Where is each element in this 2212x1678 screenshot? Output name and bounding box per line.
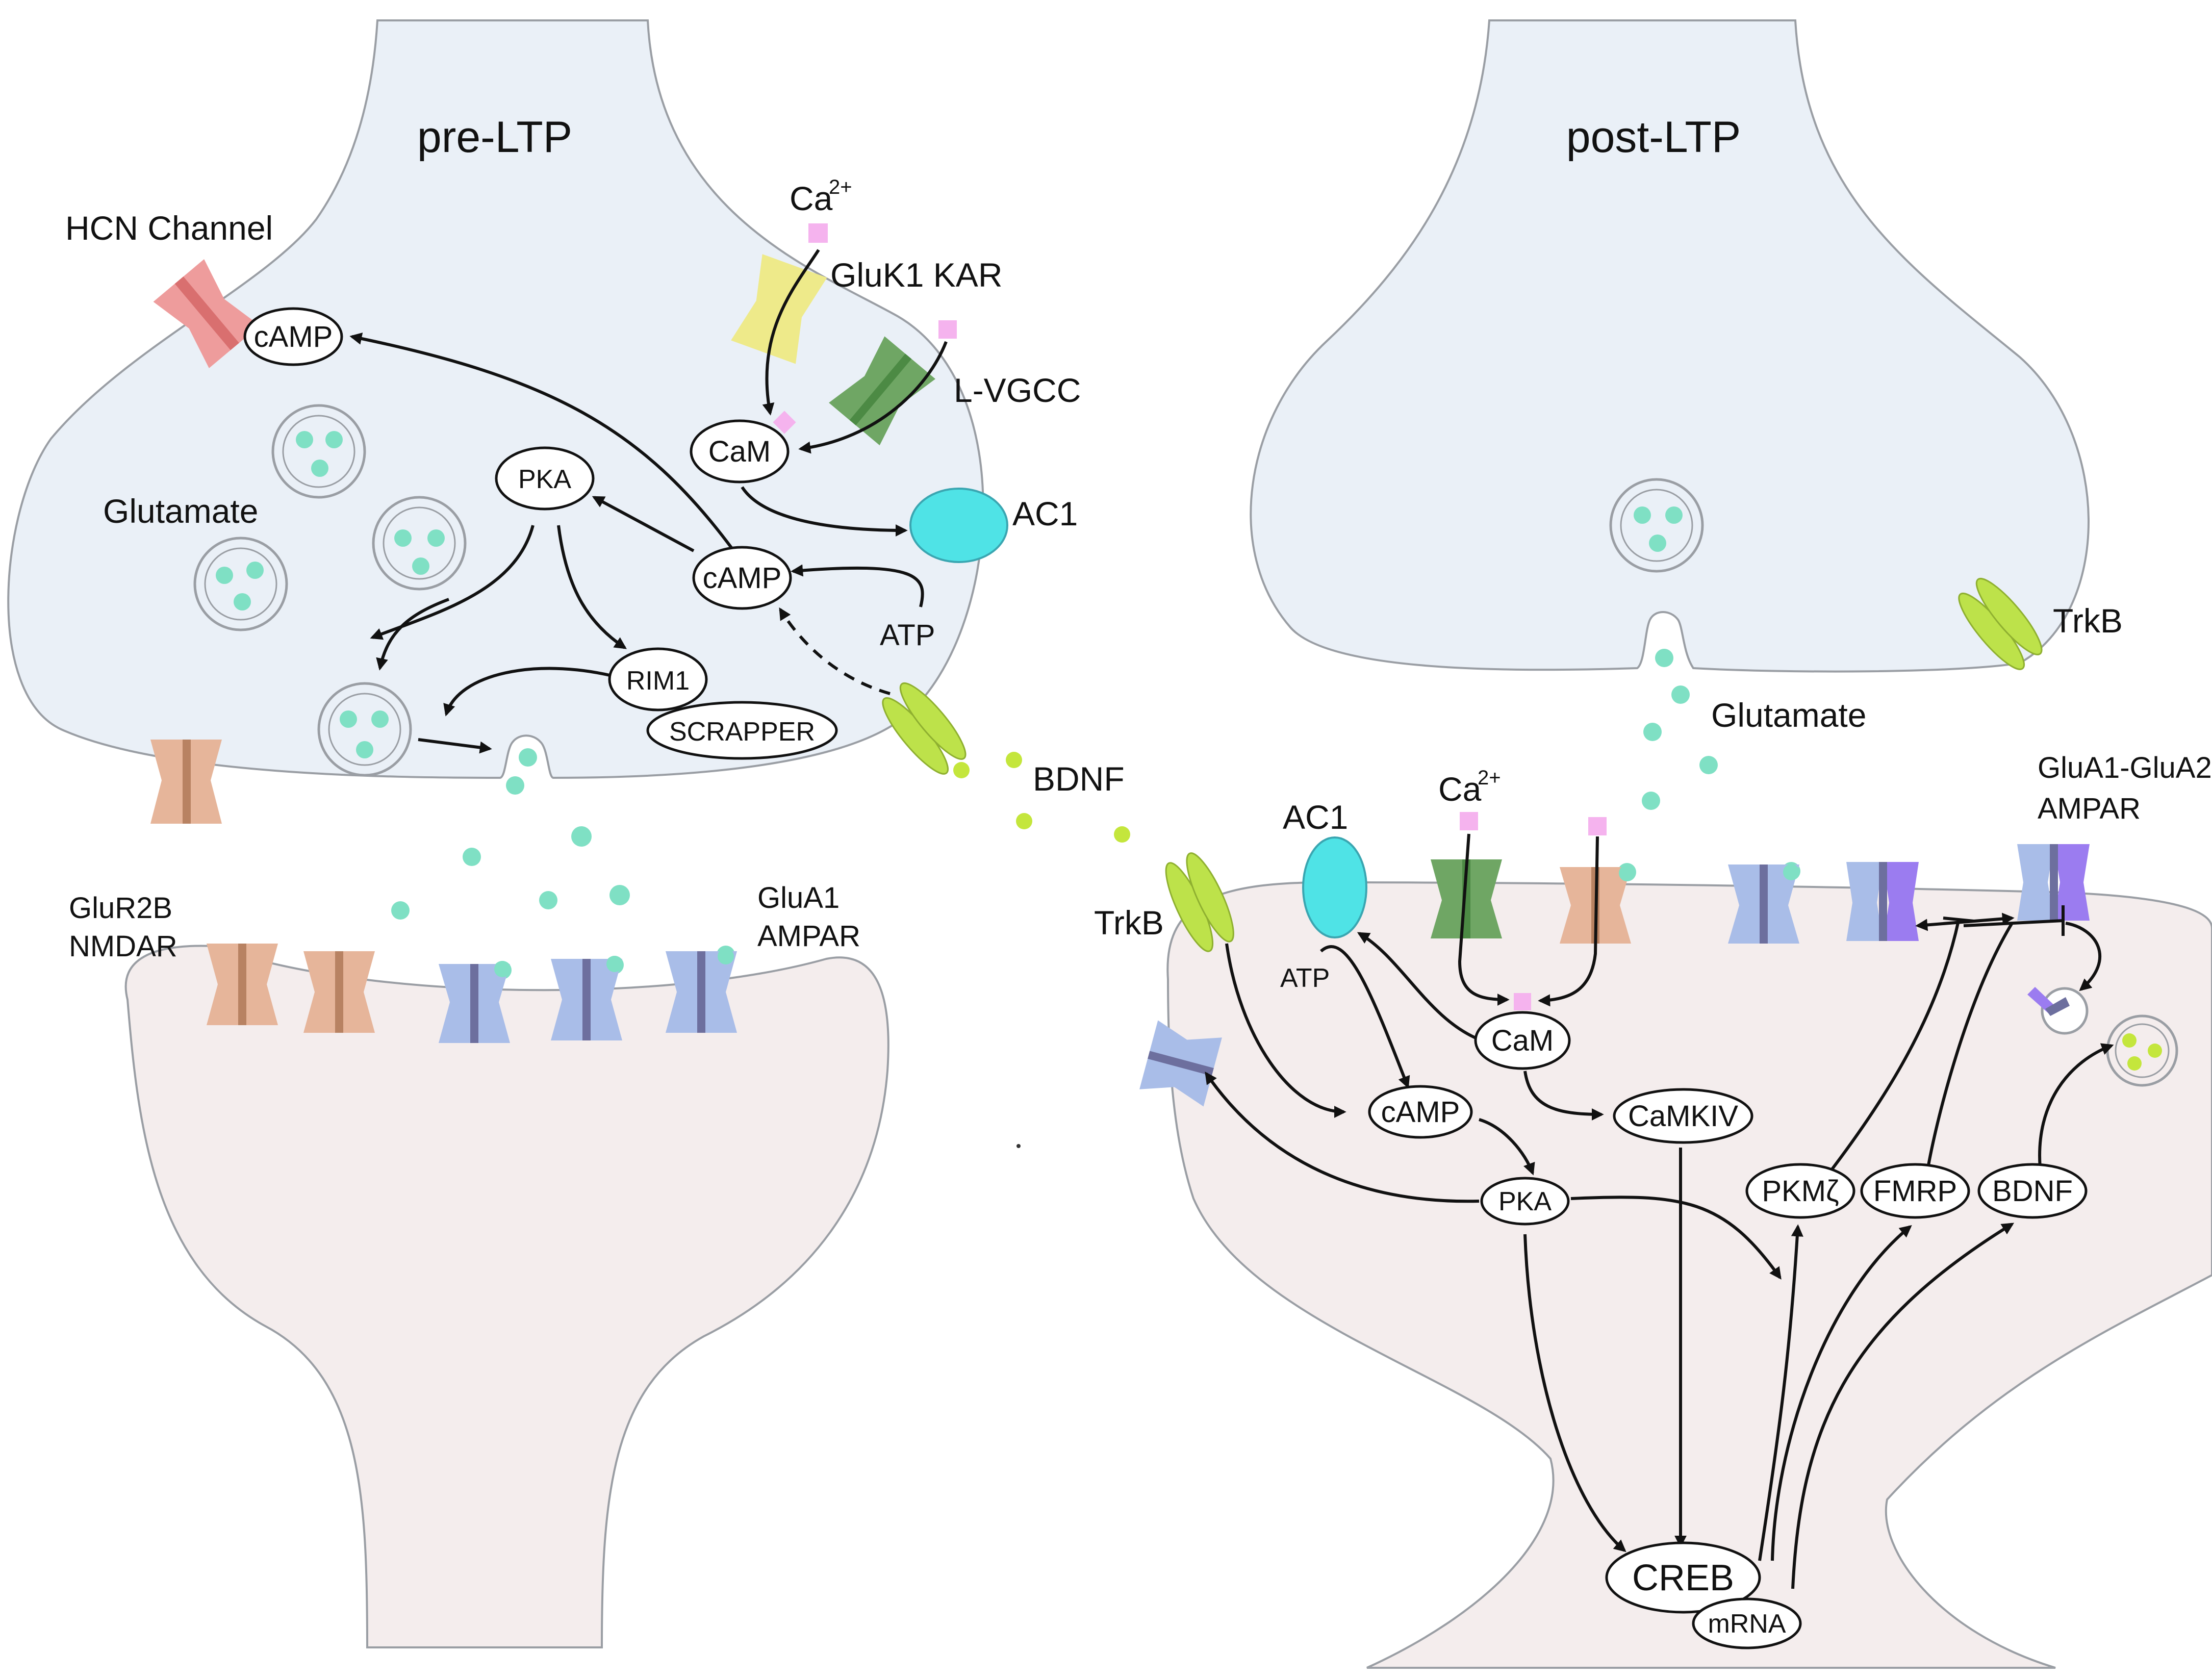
glua1-glua2-ampar-channel [2017, 844, 2090, 921]
glutamate-label-pre: Glutamate [103, 492, 258, 530]
atp-label-pre: ATP [880, 619, 935, 652]
svg-text:2+: 2+ [1478, 767, 1501, 789]
scrapper-node: SCRAPPER [646, 701, 838, 760]
ac1-label-post: AC1 [1283, 798, 1348, 836]
cam-node-pre: CaM [690, 419, 790, 484]
vesicle [193, 537, 288, 631]
pkmz-node: PKMζ [1745, 1163, 1855, 1219]
glutamate-label-post: Glutamate [1711, 696, 1866, 734]
trkb-label-post: TrkB [1094, 904, 1164, 942]
svg-text:cAMP: cAMP [1381, 1096, 1460, 1129]
svg-text:SCRAPPER: SCRAPPER [669, 717, 815, 747]
bdnf-vesicle [2106, 1014, 2178, 1087]
inserted-ampar [1139, 1020, 1222, 1107]
bdnf-molecules [953, 752, 1130, 843]
rim1-node: RIM1 [608, 647, 708, 711]
gluk1-kar-label: GluK1 KAR [830, 256, 1002, 294]
pka-node-pre: PKA [495, 446, 595, 511]
post-ltp-arrows [1205, 833, 2114, 1589]
glua1-glua2-label: GluA1-GluA2 [2038, 751, 2212, 784]
creb-node: CREB [1605, 1541, 1761, 1614]
glua1-label-pre: GluA1 [757, 881, 840, 914]
pre-ltp-arrows [349, 249, 948, 754]
bound-glutamate [494, 864, 1799, 977]
svg-text:2+: 2+ [829, 176, 852, 198]
glua1-ampar-channel [439, 964, 510, 1043]
vesicle [1609, 478, 1704, 573]
ac1-enzyme-pre [909, 488, 1008, 563]
ampar-label-pre: AMPAR [757, 920, 860, 953]
trkb-receptor-post [1165, 852, 1234, 952]
glua1-ampar-channel-post [1728, 865, 1799, 944]
svg-text:mRNA: mRNA [1708, 1609, 1786, 1639]
nmdar-channel [150, 740, 222, 824]
camp-node-post: cAMP [1368, 1085, 1473, 1139]
svg-text:CaMKIV: CaMKIV [1628, 1100, 1738, 1133]
calcium-ions [773, 223, 1607, 1010]
endocytosed-ampar [2027, 987, 2089, 1035]
svg-text:PKMζ: PKMζ [1762, 1175, 1839, 1208]
glua1-ampar-channel [551, 959, 622, 1040]
pre-ltp-title: pre-LTP [417, 113, 572, 162]
trkb-receptor-pre [882, 682, 967, 775]
atp-label-post: ATP [1280, 963, 1330, 993]
camkiv-node: CaMKIV [1613, 1088, 1753, 1144]
post-ltp-title: post-LTP [1566, 113, 1741, 162]
glur2b-nmdar-channel [207, 944, 278, 1025]
mrna-node: mRNA [1692, 1597, 1802, 1649]
cam-node-post: CaM [1474, 1011, 1571, 1070]
stray-dot [1016, 1144, 1021, 1148]
svg-text:Ca: Ca [790, 180, 833, 217]
svg-text:CaM: CaM [1491, 1024, 1554, 1057]
svg-text:BDNF: BDNF [1992, 1175, 2073, 1208]
svg-text:CREB: CREB [1632, 1558, 1734, 1598]
svg-text:RIM1: RIM1 [626, 666, 690, 696]
vesicle [317, 682, 412, 777]
vesicle [372, 496, 467, 591]
vesicle [271, 404, 366, 499]
post-ltp-presynaptic-terminal [1250, 19, 2090, 673]
ac1-enzyme-post [1302, 836, 1367, 938]
svg-text:CaM: CaM [708, 435, 771, 468]
svg-text:PKA: PKA [518, 465, 571, 494]
gluk1-kar-receptor [731, 254, 827, 364]
nmdar-label: NMDAR [69, 930, 177, 963]
camp-node-hcn: cAMP [243, 307, 343, 366]
glur2b-nmdar-channel [303, 951, 375, 1033]
l-vgcc-label: L-VGCC [954, 371, 1081, 409]
calcium-label-pre: Ca 2+ [790, 176, 852, 217]
svg-text:FMRP: FMRP [1873, 1175, 1957, 1208]
pka-node-post: PKA [1480, 1177, 1570, 1226]
glur2b-label: GluR2B [69, 892, 172, 925]
camp-node-pre: cAMP [692, 546, 792, 610]
trkb-receptor-post-pre [1958, 578, 2043, 670]
svg-text:PKA: PKA [1498, 1187, 1552, 1216]
svg-text:cAMP: cAMP [703, 562, 782, 595]
glua1-glua2-ampar-channel [1846, 862, 1919, 941]
bdnf-label: BDNF [1033, 760, 1125, 798]
svg-text:Ca: Ca [1438, 770, 1482, 808]
svg-text:cAMP: cAMP [254, 320, 333, 353]
calcium-label-post: Ca 2+ [1438, 767, 1501, 808]
l-vgcc-channel [829, 336, 935, 446]
trkb-label-post-pre: TrkB [2053, 602, 2123, 640]
hcn-channel [153, 259, 260, 368]
ampar-label-post: AMPAR [2038, 792, 2141, 825]
bdnf-node: BDNF [1977, 1163, 2088, 1219]
hcn-channel-label: HCN Channel [65, 209, 273, 247]
ac1-label-pre: AC1 [1012, 495, 1078, 532]
glua1-ampar-channel [666, 951, 737, 1033]
pre-ltp-postsynaptic-spine [124, 945, 889, 1648]
fmrp-node: FMRP [1860, 1163, 1970, 1219]
